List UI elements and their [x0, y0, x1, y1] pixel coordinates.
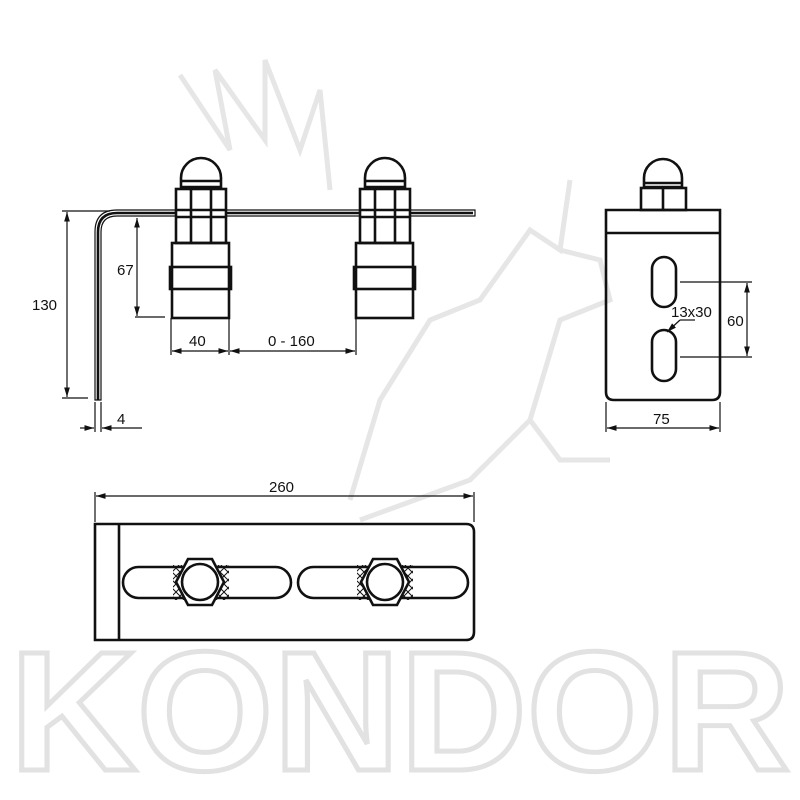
dim-75-label: 75 [653, 411, 670, 428]
nut-left [173, 557, 229, 607]
eagle-watermark [177, 59, 613, 523]
top-view: 260 [93, 479, 476, 642]
dim-13x30-label: 13x30 [671, 304, 712, 321]
nut-right [357, 557, 413, 607]
dim-260-label: 260 [269, 479, 294, 496]
base-plate-outline [93, 522, 476, 642]
dim-4-label: 4 [117, 411, 125, 428]
plate-outline [604, 208, 722, 402]
kondor-watermark: KONDOR [10, 617, 790, 800]
roller-right [352, 156, 417, 320]
dim-0-160-label: 0 - 160 [268, 333, 315, 350]
upper-slot [650, 255, 678, 309]
lower-slot [650, 328, 678, 383]
side-view: 130 67 40 0 - 160 4 [32, 156, 476, 432]
roller-left [168, 156, 233, 320]
dim-60-label: 60 [727, 313, 744, 330]
dim-67-label: 67 [117, 262, 134, 279]
bracket-profile [96, 211, 473, 400]
bracket-outline [94, 209, 476, 401]
front-view: 60 13x30 75 [604, 157, 752, 432]
dim-40-label: 40 [189, 333, 206, 350]
dim-130-label: 130 [32, 297, 57, 314]
